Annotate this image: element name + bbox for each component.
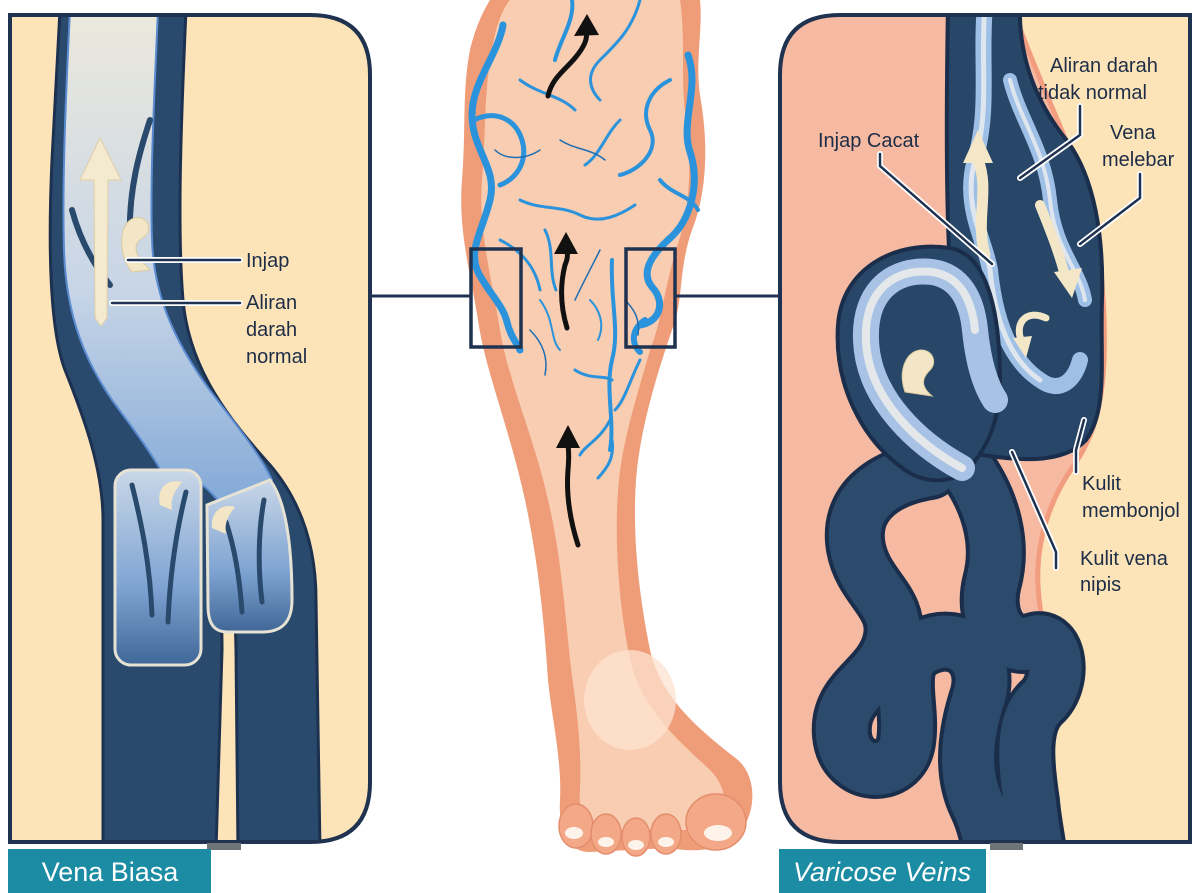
toenail — [598, 837, 614, 847]
label-defective-valve: Injap Cacat — [818, 130, 920, 152]
label-dilated-vein-line-2: melebar — [1102, 149, 1175, 171]
valve-cup-left — [115, 470, 201, 665]
label-thin-vein-wall-line-2: nipis — [1080, 574, 1121, 596]
normal-vein-panel: Injap Aliran darah normal — [10, 10, 370, 850]
valve-cup-right — [207, 480, 292, 632]
toenail — [628, 840, 644, 850]
caption-normal-vein: Vena Biasa — [8, 843, 241, 893]
caption-tab-marker — [990, 843, 1023, 850]
label-normal-flow-line-1: Aliran — [246, 292, 297, 314]
label-bulging-skin-line-2: membonjol — [1082, 500, 1180, 522]
label-abnormal-flow-line-2: tidak normal — [1038, 82, 1147, 104]
toenail — [704, 825, 732, 841]
foot-highlight — [584, 650, 676, 750]
label-bulging-skin-line-1: Kulit — [1082, 473, 1121, 495]
varicose-vein-panel: Aliran darah tidak normal Injap Cacat Ve… — [770, 5, 1190, 860]
label-normal-flow-line-3: normal — [246, 346, 307, 368]
big-toe — [686, 794, 746, 850]
toe — [651, 814, 681, 854]
label-valve: Injap — [246, 250, 289, 272]
upward-flow-arrow — [978, 160, 985, 255]
label-normal-flow-line-2: darah — [246, 319, 297, 341]
toe — [591, 814, 621, 854]
caption-tab-marker — [207, 843, 241, 850]
toenail — [565, 827, 583, 839]
label-thin-vein-wall-line-1: Kulit vena — [1080, 548, 1169, 570]
toe — [622, 818, 650, 856]
toenail — [658, 837, 674, 847]
caption-varicose-veins: Varicose Veins — [779, 843, 1023, 893]
caption-text: Varicose Veins — [793, 857, 971, 887]
label-dilated-vein-line-1: Vena — [1110, 122, 1156, 144]
label-abnormal-flow-line-1: Aliran darah — [1050, 55, 1158, 77]
leg-illustration — [461, 0, 752, 856]
caption-text: Vena Biasa — [42, 857, 180, 887]
toe — [559, 804, 593, 848]
